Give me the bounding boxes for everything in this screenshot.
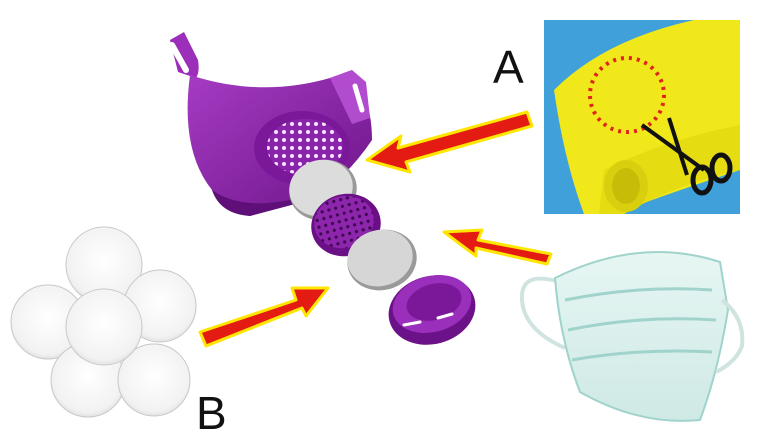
fabric-with-scissors-icon (544, 20, 740, 214)
filter-stack (289, 159, 476, 345)
cotton-pads-icon (10, 226, 197, 418)
label-a: A (493, 41, 524, 93)
fabric-photo-panel (544, 20, 740, 214)
red-arrow-icon (442, 228, 553, 266)
red-arrow-icon (198, 286, 330, 348)
surgical-mask-icon (519, 251, 745, 422)
label-b: B (196, 387, 227, 439)
red-arrow-icon (365, 110, 534, 174)
